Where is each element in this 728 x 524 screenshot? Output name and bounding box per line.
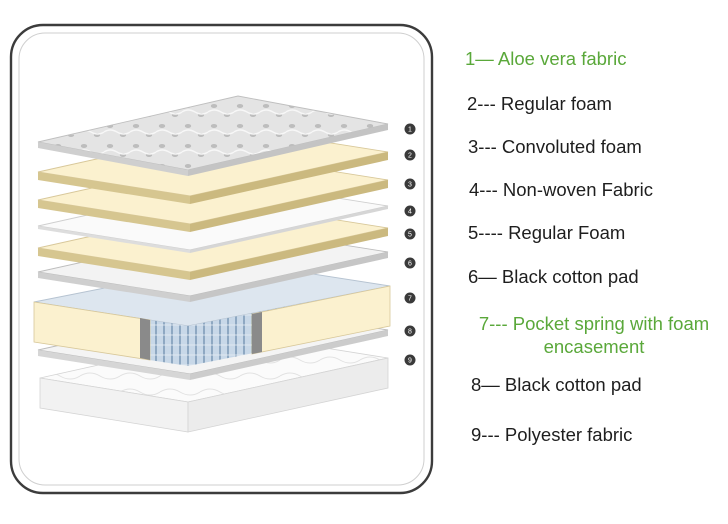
legend-item-7-text-line1: 7--- Pocket spring with foam <box>478 313 710 334</box>
legend-item-7: 7--- Pocket spring with foam encasement <box>465 312 723 358</box>
svg-text:7: 7 <box>408 296 412 303</box>
legend-item-6: 6— Black cotton pad <box>468 265 639 288</box>
legend-item-1: 1— Aloe vera fabric <box>465 47 626 70</box>
legend-item-5-text: 5---- Regular Foam <box>468 222 626 243</box>
svg-text:3: 3 <box>408 182 412 189</box>
svg-text:2: 2 <box>408 153 412 160</box>
legend-item-3: 3--- Convoluted foam <box>468 135 642 158</box>
svg-text:6: 6 <box>408 261 412 268</box>
svg-text:8: 8 <box>408 329 412 336</box>
legend-item-9-text: 9--- Polyester fabric <box>471 424 633 445</box>
legend-item-2: 2--- Regular foam <box>467 92 612 115</box>
svg-text:4: 4 <box>408 209 412 216</box>
legend-item-7-text-line2: encasement <box>543 336 645 357</box>
marker-6: 6 <box>404 257 416 269</box>
legend-item-9: 9--- Polyester fabric <box>471 423 632 446</box>
legend-item-3-text: 3--- Convoluted foam <box>468 136 642 157</box>
marker-5: 5 <box>404 228 416 240</box>
mattress-diagram: 1 2 3 4 5 6 7 8 9 <box>9 23 434 495</box>
layer-markers: 1 2 3 4 5 6 7 8 9 <box>404 123 416 366</box>
marker-4: 4 <box>404 205 416 217</box>
marker-7: 7 <box>404 292 416 304</box>
svg-text:1: 1 <box>408 127 412 134</box>
mattress-illustration: 1 2 3 4 5 6 7 8 9 <box>9 23 434 495</box>
marker-2: 2 <box>404 149 416 161</box>
svg-text:9: 9 <box>408 358 412 365</box>
layer-1-aloe-vera-fabric <box>37 95 389 176</box>
legend-item-6-text: 6— Black cotton pad <box>468 266 639 287</box>
legend-item-1-text: 1— Aloe vera fabric <box>465 48 627 69</box>
frame-inner <box>18 32 425 486</box>
marker-8: 8 <box>404 325 416 337</box>
layer-legend: 1— Aloe vera fabric 2--- Regular foam 3-… <box>455 0 728 524</box>
legend-item-4-text: 4--- Non-woven Fabric <box>469 179 654 200</box>
marker-9: 9 <box>404 354 416 366</box>
legend-item-5: 5---- Regular Foam <box>468 221 625 244</box>
legend-item-4: 4--- Non-woven Fabric <box>469 178 653 201</box>
legend-item-8: 8— Black cotton pad <box>471 373 642 396</box>
legend-item-2-text: 2--- Regular foam <box>467 93 612 114</box>
legend-item-8-text: 8— Black cotton pad <box>471 374 642 395</box>
marker-1: 1 <box>404 123 416 135</box>
marker-3: 3 <box>404 178 416 190</box>
svg-text:5: 5 <box>408 232 412 239</box>
